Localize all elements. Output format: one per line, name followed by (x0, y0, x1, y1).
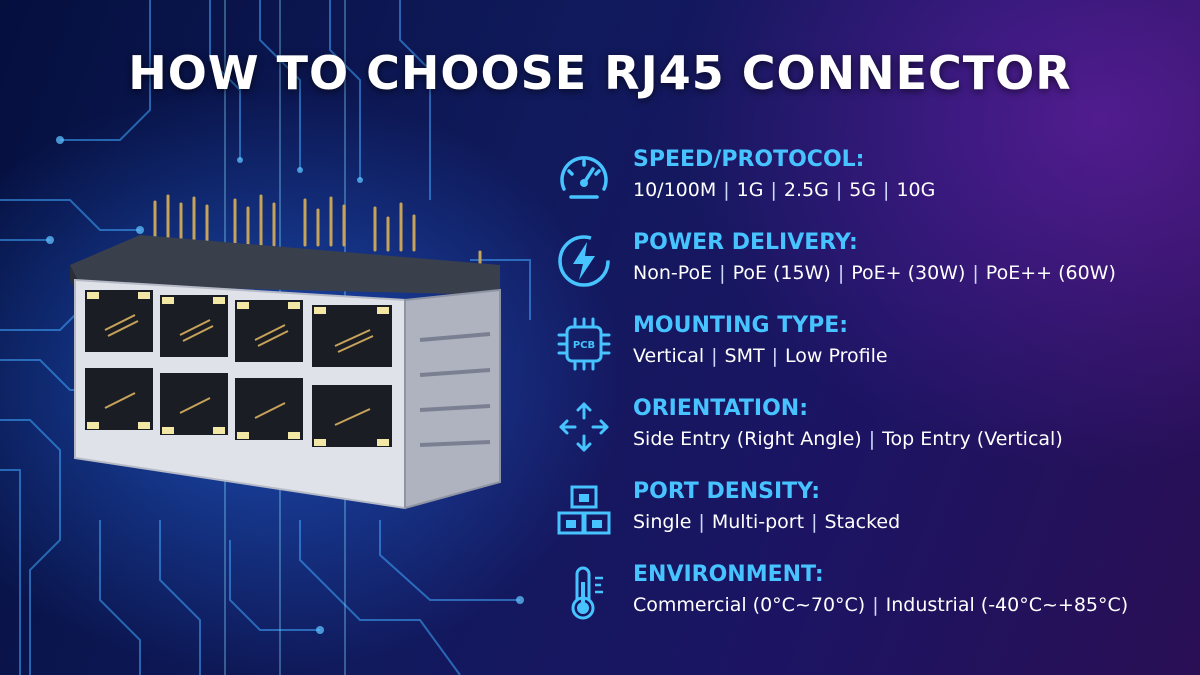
thermometer-icon (555, 564, 613, 622)
feature-options: Commercial (0°C~70°C) | Industrial (-40°C~… (633, 594, 1128, 616)
option: PoE (15W) (732, 262, 831, 284)
lightning-bolt-icon (555, 232, 613, 290)
separator: | (883, 179, 890, 201)
feature-title: SPEED/PROTOCOL: (633, 147, 865, 172)
rj45-connector-illustration (70, 194, 501, 510)
feature-options: Vertical | SMT | Low Profile (633, 345, 888, 367)
pcb-chip-label: PCB (573, 340, 595, 351)
separator: | (872, 594, 879, 616)
separator: | (723, 179, 730, 201)
feature-orientation: ORIENTATION: Side Entry (Right Angle) | To… (555, 394, 1175, 477)
separator: | (868, 428, 876, 450)
speedometer-icon (555, 149, 613, 207)
pcb-chip-icon: PCB (555, 315, 613, 373)
feature-port-density: PORT DENSITY: Single | Multi-port | Stacked (555, 477, 1175, 560)
option: PoE+ (30W) (851, 262, 966, 284)
feature-title: MOUNTING TYPE: (633, 313, 849, 338)
feature-power-delivery: POWER DELIVERY: Non-PoE | PoE (15W) | PoE+ (… (555, 228, 1175, 311)
option: Stacked (824, 511, 901, 533)
feature-list: SPEED/PROTOCOL: 10/100M | 1G | 2.5G | 5G | 10G P… (555, 145, 1175, 643)
option: 5G (849, 179, 877, 201)
page-title: HOW TO CHOOSE RJ45 CONNECTOR (128, 46, 1072, 100)
feature-options: Single | Multi-port | Stacked (633, 511, 900, 533)
option: PoE++ (60W) (985, 262, 1116, 284)
option: Vertical (633, 345, 705, 367)
option: 10/100M (633, 179, 717, 201)
option: Top Entry (Vertical) (882, 428, 1063, 450)
option: 10G (896, 179, 936, 201)
separator: | (711, 345, 718, 367)
option: Industrial (-40°C~+85°C) (885, 594, 1129, 616)
separator: | (837, 262, 845, 284)
feature-environment: ENVIRONMENT: Commercial (0°C~70°C) | Indus… (555, 560, 1175, 643)
separator: | (770, 179, 777, 201)
separator: | (719, 262, 726, 284)
option: Single (633, 511, 692, 533)
option: Low Profile (785, 345, 888, 367)
separator: | (972, 262, 979, 284)
option: Non-PoE (633, 262, 713, 284)
feature-options: Side Entry (Right Angle) | Top Entry (Vert… (633, 428, 1063, 450)
feature-options: Non-PoE | PoE (15W) | PoE+ (30W) | PoE++ (60W) (633, 262, 1116, 284)
feature-mounting-type: PCB MOUNTING TYPE: Vertical | SMT | Low Prof… (555, 311, 1175, 394)
feature-title: ENVIRONMENT: (633, 562, 824, 587)
separator: | (698, 511, 705, 533)
option: Side Entry (Right Angle) (633, 428, 862, 450)
four-way-arrows-icon (555, 398, 613, 456)
feature-options: 10/100M | 1G | 2.5G | 5G | 10G (633, 179, 935, 201)
option: Multi-port (711, 511, 805, 533)
separator: | (835, 179, 843, 201)
separator: | (811, 511, 818, 533)
stacked-ports-icon (555, 481, 613, 539)
separator: | (771, 345, 778, 367)
option: SMT (724, 345, 765, 367)
feature-speed-protocol: SPEED/PROTOCOL: 10/100M | 1G | 2.5G | 5G | 10G (555, 145, 1175, 228)
option: Commercial (0°C~70°C) (633, 594, 866, 616)
feature-title: POWER DELIVERY: (633, 230, 858, 255)
option: 2.5G (783, 179, 829, 201)
feature-title: ORIENTATION: (633, 396, 808, 421)
option: 1G (736, 179, 764, 201)
feature-title: PORT DENSITY: (633, 479, 820, 504)
